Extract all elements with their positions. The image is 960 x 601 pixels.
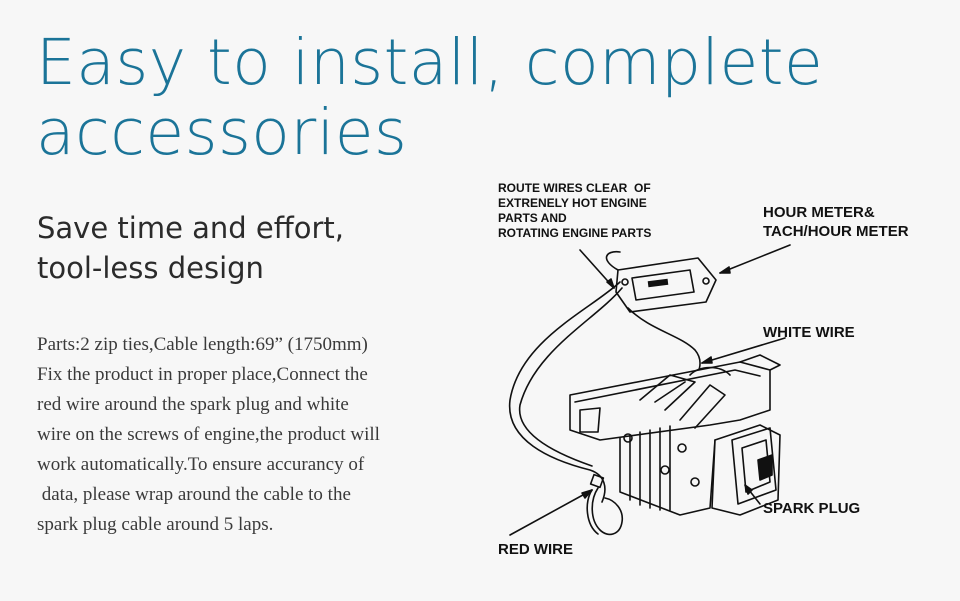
hour-meter-device — [615, 257, 717, 313]
description-line: Fix the product in proper place,Connect … — [37, 364, 368, 385]
engine-diagram — [508, 244, 791, 536]
label-line: EXTRENELY HOT ENGINE — [498, 196, 647, 210]
label-line: TACH/HOUR METER — [763, 223, 909, 240]
label-spark-plug: SPARK PLUG — [763, 499, 860, 518]
description-text: Parts:2 zip ties,Cable length:69” (1750m… — [37, 330, 457, 540]
label-red-wire: RED WIRE — [498, 540, 573, 559]
subheadline: Save time and effort, tool-less design — [37, 208, 477, 288]
engine-block — [569, 354, 781, 516]
subheadline-line-1: Save time and effort, — [37, 211, 344, 245]
label-line: ROTATING ENGINE PARTS — [498, 226, 652, 240]
description-line: Parts:2 zip ties,Cable length:69” (1750m… — [37, 334, 368, 355]
label-line: SPARK PLUG — [763, 500, 861, 517]
label-white-wire: WHITE WIRE — [763, 323, 855, 342]
label-line: RED WIRE — [498, 541, 573, 558]
description-line: work automatically.To ensure accurancy o… — [37, 454, 365, 475]
label-line: HOUR METER& — [763, 204, 875, 221]
label-hour-meter: HOUR METER& TACH/HOUR METER — [763, 203, 909, 241]
description-line: spark plug cable around 5 laps. — [37, 514, 274, 535]
spark-plug-cap — [586, 473, 624, 536]
label-route-wires: ROUTE WIRES CLEAR OF EXTRENELY HOT ENGIN… — [498, 181, 651, 241]
description-line: wire on the screws of engine,the product… — [37, 424, 380, 445]
label-line: WHITE WIRE — [763, 324, 855, 341]
headline-line-1: Easy to install, complete — [36, 26, 824, 99]
subheadline-line-2: tool-less design — [37, 251, 264, 285]
description-line: data, please wrap around the cable to th… — [37, 484, 351, 505]
white-wire-path — [627, 307, 701, 383]
leader-lines — [509, 244, 791, 536]
description-line: red wire around the spark plug and white — [37, 394, 349, 415]
headline-line-2: accessories — [36, 96, 408, 169]
label-line: ROUTE WIRES CLEAR OF — [498, 181, 651, 195]
label-line: PARTS AND — [498, 211, 567, 225]
headline: Easy to install, complete accessories — [36, 28, 936, 168]
